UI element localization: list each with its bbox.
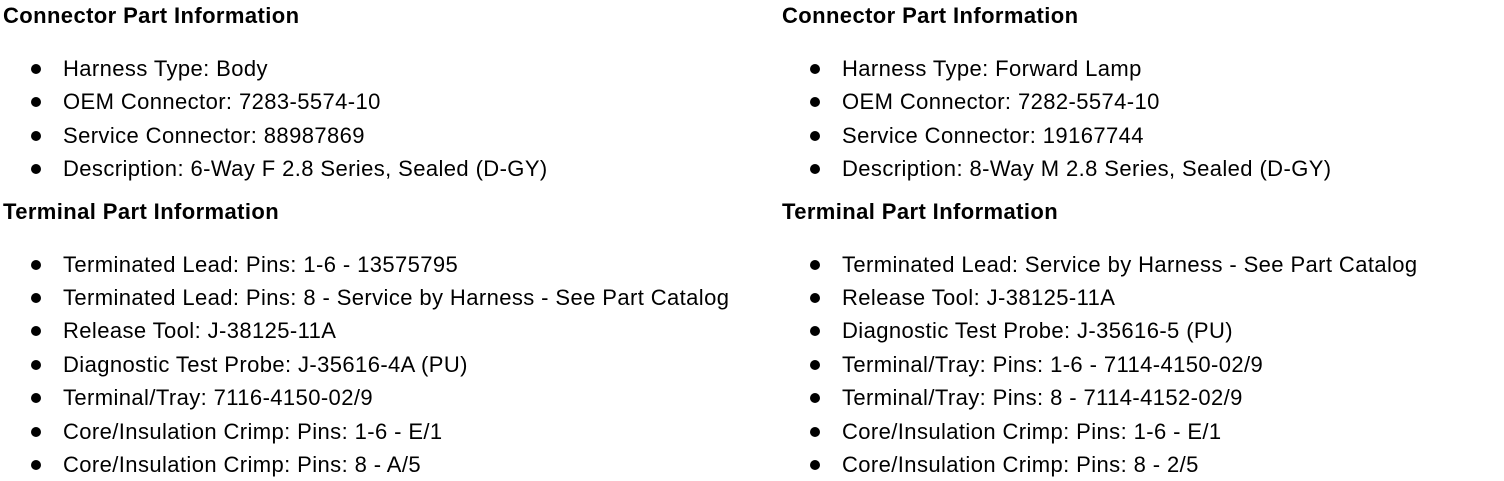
list-item: Core/Insulation Crimp: Pins: 1-6 - E/1 (31, 415, 752, 448)
list-item-text: Diagnostic Test Probe: J-35616-5 (PU) (842, 318, 1234, 344)
section-heading: Terminal Part Information (3, 198, 280, 224)
bullet-list: Harness Type: Forward Lamp OEM Connector… (782, 52, 1504, 186)
list-item: Description: 6-Way F 2.8 Series, Sealed … (31, 152, 752, 185)
list-item-text: Harness Type: Body (63, 56, 268, 81)
list-item-text: Diagnostic Test Probe: J-35616-4A (PU) (63, 351, 468, 377)
bullet-icon (31, 164, 41, 175)
bullet-icon (810, 293, 820, 304)
bullet-icon (810, 359, 820, 370)
list-item-text: Core/Insulation Crimp: Pins: 8 - A/5 (63, 452, 421, 478)
bullet-icon (810, 164, 820, 175)
list-item: Terminated Lead: Pins: 1-6 - 13575795 (31, 248, 752, 281)
list-item-text: Core/Insulation Crimp: Pins: 1-6 - E/1 (842, 418, 1222, 444)
bullet-icon (31, 426, 41, 437)
list-item: Harness Type: Body (31, 52, 752, 85)
list-item-text: OEM Connector: 7282-5574-10 (842, 89, 1160, 115)
list-item-text: Release Tool: J-38125-11A (63, 318, 337, 344)
bullet-icon (810, 259, 820, 270)
list-item-text: OEM Connector: 7283-5574-10 (63, 89, 381, 115)
section-connector-part-info-right: Connector Part Information Harness Type:… (782, 2, 1504, 186)
list-item-text: Terminal/Tray: Pins: 8 - 7114-4152-02/9 (842, 385, 1243, 411)
bullet-icon (810, 130, 820, 141)
section-heading: Connector Part Information (782, 3, 1079, 28)
list-item: Service Connector: 19167744 (810, 119, 1504, 152)
list-item: Harness Type: Forward Lamp (810, 52, 1504, 85)
list-item-text: Core/Insulation Crimp: Pins: 1-6 - E/1 (63, 418, 443, 444)
list-item-text: Terminated Lead: Pins: 8 - Service by Ha… (63, 285, 730, 311)
list-item: Terminated Lead: Service by Harness - Se… (810, 248, 1504, 281)
bullet-icon (810, 64, 820, 74)
column-right: Connector Part Information Harness Type:… (752, 2, 1504, 480)
list-item: OEM Connector: 7282-5574-10 (810, 85, 1504, 118)
list-item: Release Tool: J-38125-11A (31, 314, 752, 347)
bullet-icon (31, 460, 41, 471)
bullet-icon (31, 64, 41, 74)
bullet-list: Terminated Lead: Service by Harness - Se… (782, 248, 1504, 481)
list-item: Terminal/Tray: Pins: 8 - 7114-4152-02/9 (810, 381, 1504, 414)
list-item-text: Terminal/Tray: 7116-4150-02/9 (63, 385, 373, 411)
list-item-text: Harness Type: Forward Lamp (842, 56, 1142, 81)
list-item: Terminal/Tray: 7116-4150-02/9 (31, 381, 752, 414)
list-item: Diagnostic Test Probe: J-35616-5 (PU) (810, 314, 1504, 347)
list-item-text: Terminal/Tray: Pins: 1-6 - 7114-4150-02/… (842, 351, 1264, 377)
list-item-text: Description: 6-Way F 2.8 Series, Sealed … (63, 156, 548, 182)
list-item-text: Service Connector: 88987869 (63, 122, 365, 148)
list-item: Description: 8-Way M 2.8 Series, Sealed … (810, 152, 1504, 185)
list-item: OEM Connector: 7283-5574-10 (31, 85, 752, 118)
list-item-text: Release Tool: J-38125-11A (842, 285, 1116, 311)
list-item: Release Tool: J-38125-11A (810, 281, 1504, 314)
list-item-text: Description: 8-Way M 2.8 Series, Sealed … (842, 156, 1332, 182)
bullet-icon (810, 326, 820, 337)
list-item-text: Service Connector: 19167744 (842, 122, 1144, 148)
list-item: Core/Insulation Crimp: Pins: 1-6 - E/1 (810, 415, 1504, 448)
list-item: Service Connector: 88987869 (31, 119, 752, 152)
list-item: Terminated Lead: Pins: 8 - Service by Ha… (31, 281, 752, 314)
list-item-text: Terminated Lead: Service by Harness - Se… (842, 251, 1418, 277)
bullet-icon (31, 326, 41, 337)
bullet-icon (810, 460, 820, 471)
section-terminal-part-info-right: Terminal Part Information Terminated Lea… (782, 198, 1504, 481)
list-item: Core/Insulation Crimp: Pins: 8 - A/5 (31, 448, 752, 481)
section-heading: Connector Part Information (3, 3, 300, 28)
section-heading: Terminal Part Information (782, 198, 1059, 224)
list-item-text: Terminated Lead: Pins: 1-6 - 13575795 (63, 251, 459, 277)
bullet-icon (31, 393, 41, 404)
bullet-list: Terminated Lead: Pins: 1-6 - 13575795 Te… (3, 248, 752, 481)
bullet-icon (810, 97, 820, 108)
bullet-icon (31, 259, 41, 270)
bullet-icon (31, 293, 41, 304)
section-terminal-part-info-left: Terminal Part Information Terminated Lea… (3, 198, 752, 481)
list-item: Core/Insulation Crimp: Pins: 8 - 2/5 (810, 448, 1504, 481)
bullet-icon (810, 426, 820, 437)
section-connector-part-info-left: Connector Part Information Harness Type:… (3, 2, 752, 186)
column-left: Connector Part Information Harness Type:… (0, 2, 752, 480)
bullet-icon (31, 97, 41, 108)
bullet-icon (31, 359, 41, 370)
list-item-text: Core/Insulation Crimp: Pins: 8 - 2/5 (842, 452, 1199, 478)
bullet-list: Harness Type: Body OEM Connector: 7283-5… (3, 52, 752, 186)
list-item: Terminal/Tray: Pins: 1-6 - 7114-4150-02/… (810, 348, 1504, 381)
bullet-icon (31, 130, 41, 141)
bullet-icon (810, 393, 820, 404)
list-item: Diagnostic Test Probe: J-35616-4A (PU) (31, 348, 752, 381)
